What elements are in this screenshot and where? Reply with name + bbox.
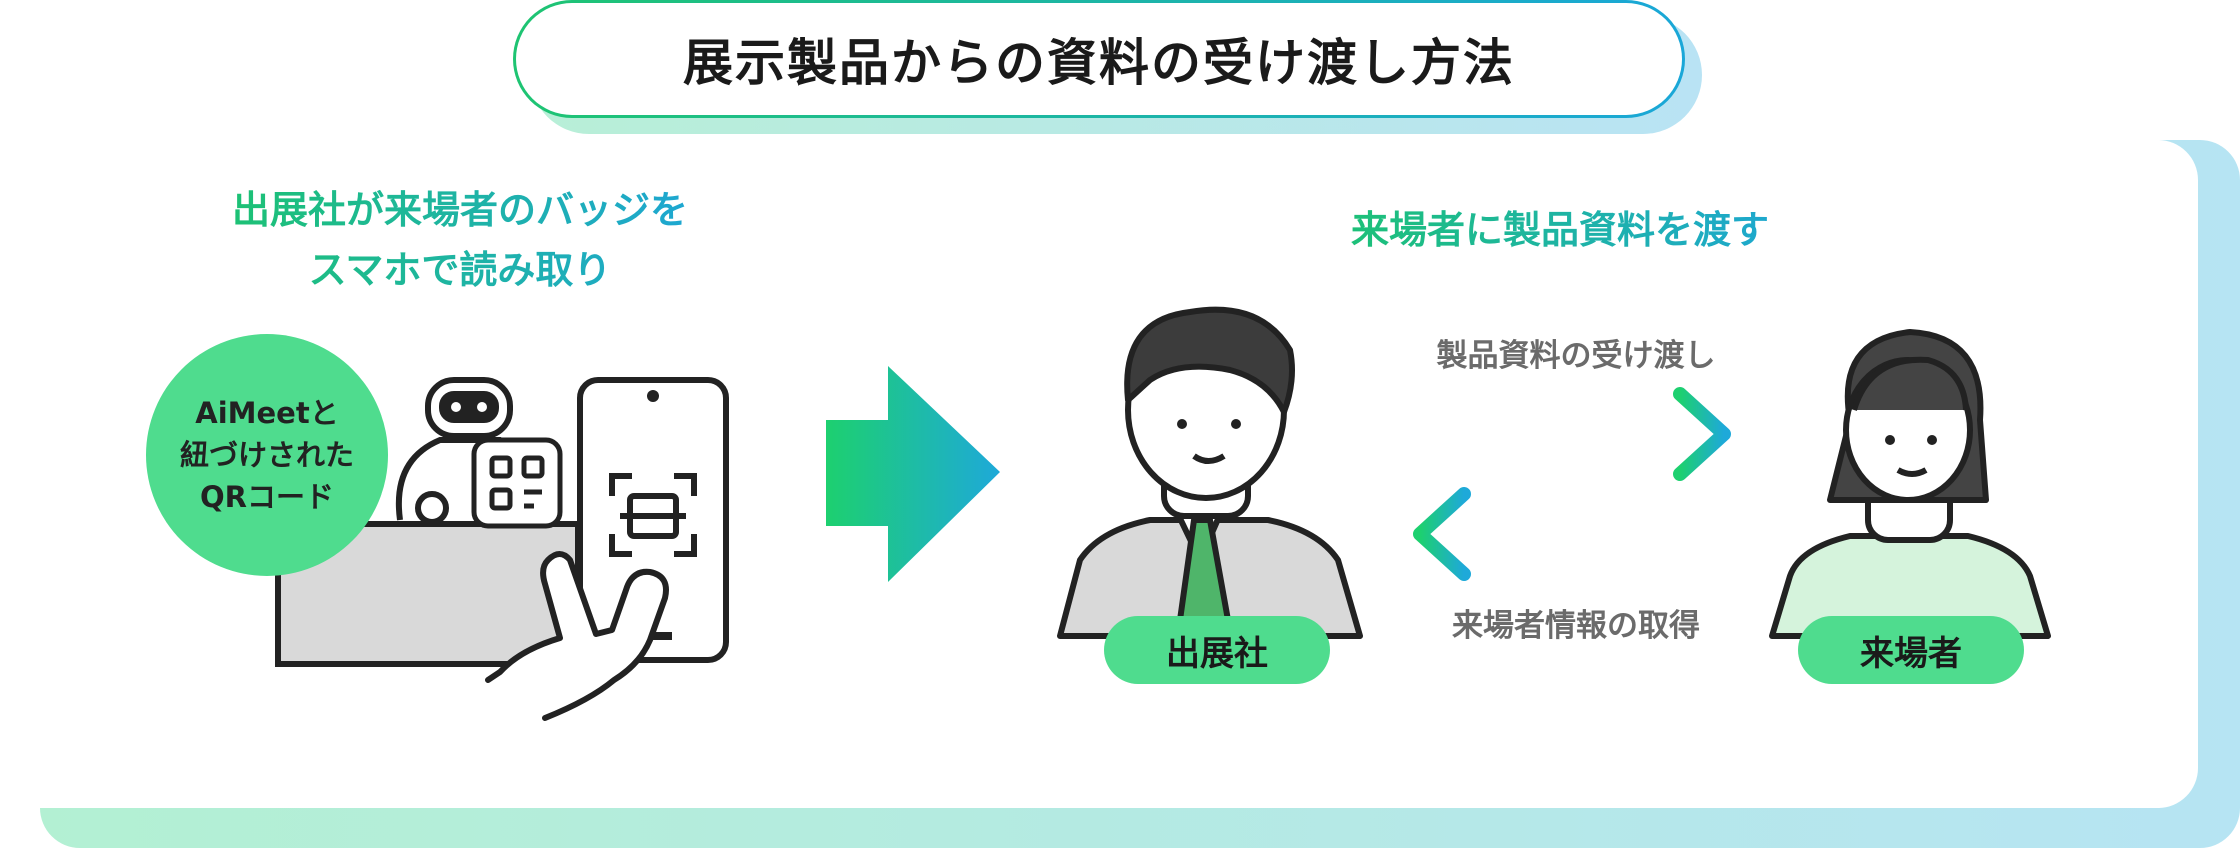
qr-badge-line-3: QRコード: [200, 480, 334, 514]
qr-badge-line-2: 紐づけされた: [179, 438, 354, 472]
arrow-right-icon: [1413, 387, 1731, 481]
title-pill: 展示製品からの資料の受け渡し方法: [513, 0, 1685, 118]
qr-badge-line-1: AiMeetと: [195, 396, 339, 430]
visitor-label: 来場者: [1798, 616, 2024, 684]
right-heading: 来場者に製品資料を渡す: [1300, 200, 1820, 260]
visitor-avatar: [1769, 329, 2051, 639]
page-title: 展示製品からの資料の受け渡し方法: [683, 34, 1515, 92]
scan-frame-icon: [609, 473, 697, 557]
exhibitor-avatar: [1057, 306, 1363, 643]
qr-code-badge: AiMeetと 紐づけされた QRコード: [146, 334, 388, 576]
hand-icon: [485, 551, 669, 721]
arrow-top-label: 製品資料の受け渡し: [1436, 338, 1716, 374]
arrow-left-icon: [1413, 487, 1729, 581]
qr-badge-icon: [471, 437, 563, 529]
arrow-bottom-label: 来場者情報の取得: [1452, 608, 1700, 644]
exhibitor-label: 出展社: [1104, 616, 1330, 684]
flow-arrow-icon: [826, 366, 1000, 582]
